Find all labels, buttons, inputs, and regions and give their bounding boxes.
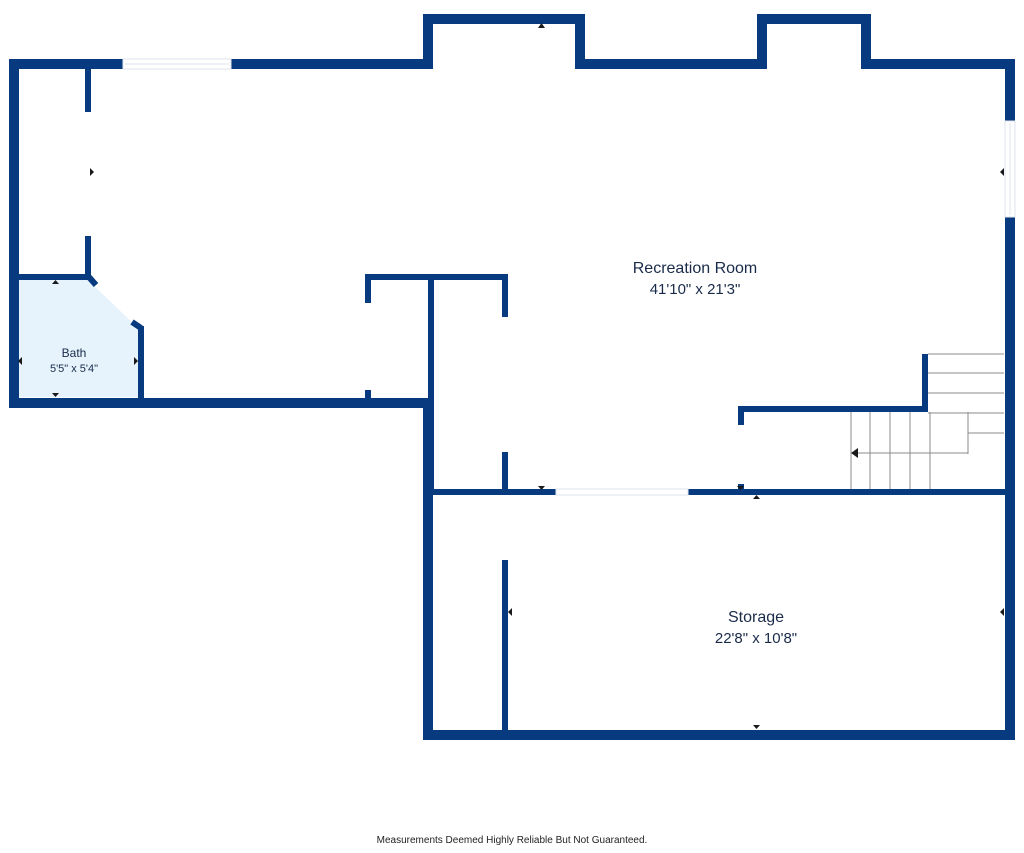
room-dims-recreation: 41'10" x 21'3" (650, 281, 741, 298)
tick-icon (52, 393, 59, 397)
room-dims-storage: 22'8" x 10'8" (715, 630, 797, 647)
room-name-recreation: Recreation Room (633, 260, 758, 277)
tick-icon (90, 168, 94, 176)
room-dims-bath: 5'5" x 5'4" (50, 363, 98, 375)
tick-icon (737, 486, 744, 490)
disclaimer-text: Measurements Deemed Highly Reliable But … (376, 835, 648, 846)
tick-icon (508, 608, 512, 616)
windows (122, 58, 1016, 496)
stairs (850, 353, 1004, 489)
walls (9, 14, 1015, 740)
tick-icon (538, 486, 545, 490)
stair-path (856, 433, 969, 454)
tick-icon (52, 280, 59, 284)
tick-icon (134, 357, 138, 365)
wall-bath-angle-a (85, 274, 99, 287)
tick-icon (1000, 168, 1004, 176)
tick-icon (753, 725, 760, 729)
wall-top (9, 14, 1015, 69)
stair-arrow-icon (851, 448, 858, 458)
opening-divider (555, 488, 689, 496)
measurement-ticks (18, 23, 1004, 729)
bath-area (18, 280, 138, 397)
tick-icon (1000, 608, 1004, 616)
interior-walls (17, 67, 1007, 732)
tick-icon (753, 495, 760, 499)
room-name-bath: Bath (62, 346, 87, 360)
room-name-storage: Storage (728, 609, 784, 626)
tick-icon (18, 357, 22, 365)
tick-icon (538, 23, 545, 28)
room-labels: Recreation Room 41'10" x 21'3" Bath 5'5"… (50, 260, 797, 647)
